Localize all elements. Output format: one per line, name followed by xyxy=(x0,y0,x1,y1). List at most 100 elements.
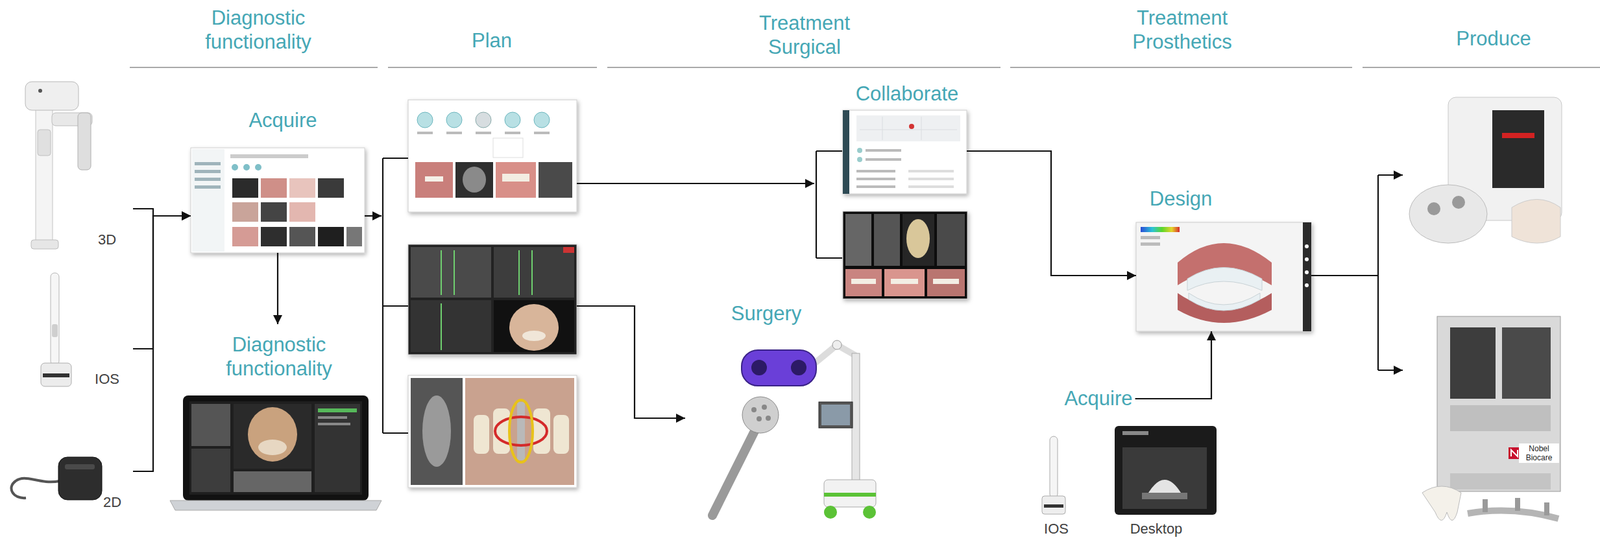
laptop xyxy=(317,423,351,426)
acquire-screenshot xyxy=(194,185,221,189)
laptop xyxy=(169,395,382,511)
handpiece xyxy=(761,404,767,411)
plan-screenshot xyxy=(422,395,451,468)
design-screenshot xyxy=(1304,244,1309,249)
laptop xyxy=(317,408,357,413)
handpiece xyxy=(751,407,757,413)
flow-arrow xyxy=(277,253,279,325)
plan-screenshot xyxy=(504,131,521,135)
laptop-node: Diagnostic functionality xyxy=(165,324,390,516)
xray-sensor xyxy=(11,457,102,501)
ct-screenshot xyxy=(842,211,968,300)
intraoral-scanner xyxy=(1043,504,1064,509)
milling-machine xyxy=(1511,199,1561,244)
acquire-screenshot xyxy=(260,178,287,198)
plan-screenshot xyxy=(553,415,570,455)
design-screenshot xyxy=(1187,267,1262,292)
handpiece xyxy=(712,397,779,516)
flow-line xyxy=(364,151,1403,434)
surgical-robot xyxy=(751,360,767,376)
plan-screenshot xyxy=(462,166,486,193)
acquire-screenshot xyxy=(260,227,287,247)
handpiece xyxy=(712,431,755,516)
desktop-scanner xyxy=(1141,493,1188,500)
laptop xyxy=(233,471,312,493)
ct-screenshot xyxy=(906,219,930,259)
header-rule xyxy=(129,66,1600,69)
collaborate-screenshot xyxy=(842,110,967,194)
design-screenshot xyxy=(1140,236,1161,240)
robot-node: Surgery xyxy=(687,295,883,523)
acquire-screenshot xyxy=(260,202,287,222)
collaborate-screenshot xyxy=(857,157,863,163)
surgical-robot xyxy=(824,493,876,497)
plan-screenshot xyxy=(493,300,575,353)
device-node: IOS xyxy=(1038,431,1078,541)
plan-screenshot xyxy=(446,112,462,128)
design-screenshot xyxy=(1140,227,1180,233)
plan-screenshot xyxy=(408,375,577,488)
laptop xyxy=(233,404,312,470)
milling-machine xyxy=(1492,110,1545,189)
cbct-scanner xyxy=(38,88,43,93)
flow-line xyxy=(382,158,409,434)
plan-screenshot xyxy=(415,162,453,198)
milling-machine xyxy=(1409,97,1562,244)
acquire-screenshot xyxy=(190,147,365,254)
step-heading: Collaborate xyxy=(855,81,959,106)
column-header: Produce xyxy=(1455,26,1531,51)
plan-screenshot xyxy=(509,304,559,352)
laptop xyxy=(191,448,231,493)
collaborate-screenshot xyxy=(909,123,915,130)
header-rule xyxy=(1010,66,1353,69)
ct-screenshot xyxy=(933,278,959,285)
production-machine xyxy=(1511,450,1518,457)
device-label: IOS xyxy=(1043,521,1069,538)
ct-screenshot xyxy=(873,214,900,267)
collaborate-screenshot xyxy=(859,116,958,141)
milling-machine xyxy=(1427,202,1441,216)
ct-screenshot xyxy=(842,211,968,300)
milling-machine xyxy=(1502,133,1535,139)
plan-screenshot xyxy=(424,176,444,182)
design-screenshot xyxy=(1304,270,1309,275)
acquire-screenshot xyxy=(289,178,316,198)
header-rule xyxy=(387,66,597,69)
acquire-screenshot xyxy=(317,227,344,247)
milling-machine xyxy=(1409,184,1488,244)
flow-arrow xyxy=(133,216,191,350)
collaborate-screenshot xyxy=(856,169,896,173)
header-rule xyxy=(1362,66,1600,69)
logo-text: Nobel Biocare xyxy=(1518,443,1560,464)
design-screenshot xyxy=(1136,222,1312,332)
step-node: Acquire xyxy=(1061,384,1135,414)
laptop xyxy=(189,401,363,496)
plan-screenshot xyxy=(410,378,463,486)
design-screenshot xyxy=(1188,293,1261,311)
acquire-screenshot xyxy=(194,177,221,182)
desktop-scanner xyxy=(1122,447,1207,510)
surgical-robot xyxy=(741,350,817,387)
intraoral-scanner xyxy=(1042,436,1066,515)
production-machine xyxy=(1450,473,1551,490)
intraoral-scanner xyxy=(50,273,60,366)
plan-screenshot xyxy=(522,330,546,342)
ct-screenshot xyxy=(851,278,876,285)
plan-screenshot xyxy=(504,112,521,128)
plan-screenshot xyxy=(517,402,525,461)
acquire-screenshot xyxy=(254,164,262,171)
plan-screenshot xyxy=(410,300,492,353)
laptop xyxy=(258,439,287,456)
collaborate-screenshot xyxy=(842,110,967,194)
xray-sensor xyxy=(64,464,95,470)
production-machine xyxy=(1450,327,1496,400)
production-machine xyxy=(1502,327,1551,400)
device-node: 3D xyxy=(19,77,134,257)
surgical-robot xyxy=(832,340,842,350)
flow-arrow xyxy=(133,216,191,472)
acquire-screenshot xyxy=(194,169,221,174)
collaborate-screenshot xyxy=(856,177,896,181)
surgical-robot xyxy=(824,480,876,508)
acquire-screenshot xyxy=(243,164,250,171)
